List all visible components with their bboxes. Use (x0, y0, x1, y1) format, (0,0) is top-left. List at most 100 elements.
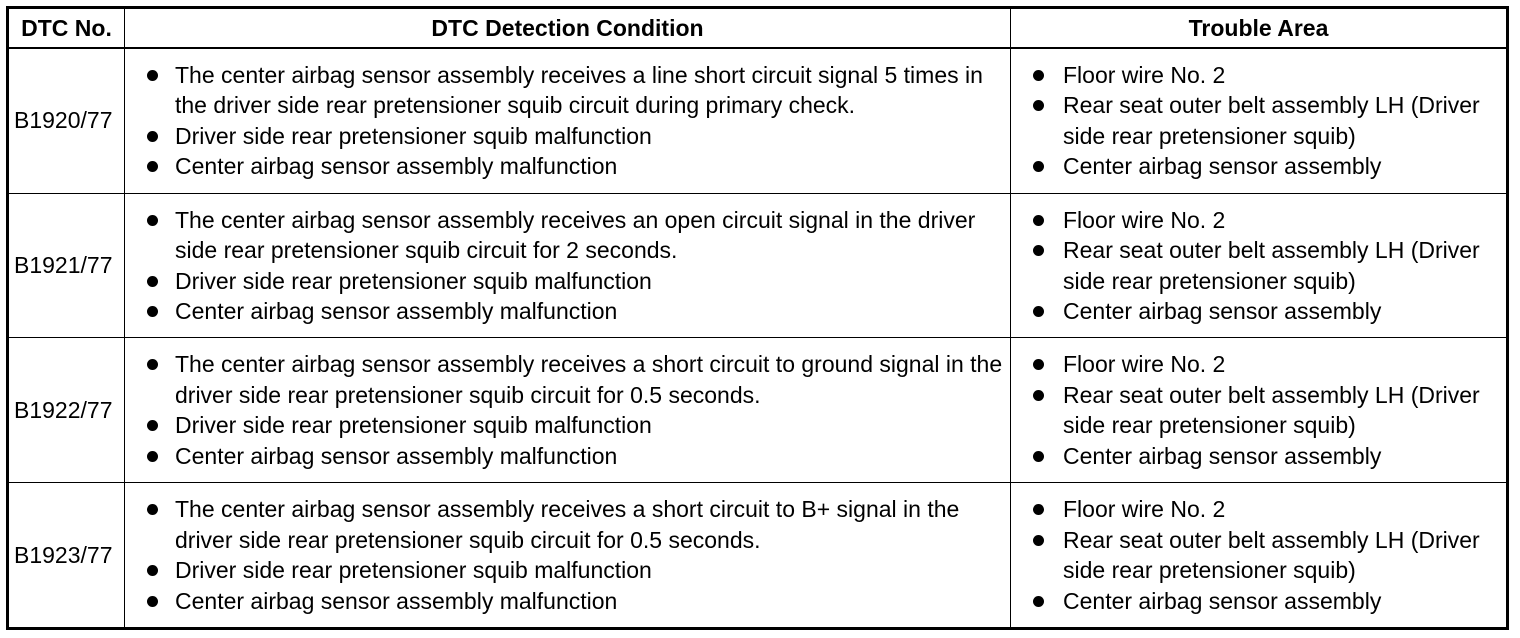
bullet-icon (1033, 450, 1044, 462)
trouble-area-item: Rear seat outer belt assembly LH (Driver… (1011, 235, 1506, 296)
bullet-icon (1033, 595, 1044, 607)
condition-text: Center airbag sensor assembly malfunctio… (175, 442, 618, 469)
table-row: B1923/77 The center airbag sensor assemb… (7, 482, 1508, 629)
condition-item: Driver side rear pretensioner squib malf… (125, 410, 1010, 441)
condition-text: The center airbag sensor assembly receiv… (175, 206, 976, 264)
table-row: B1922/77 The center airbag sensor assemb… (7, 337, 1508, 484)
condition-text: Driver side rear pretensioner squib malf… (175, 267, 652, 294)
trouble-area-text: Floor wire No. 2 (1063, 496, 1226, 523)
trouble-area-text: Rear seat outer belt assembly LH (Driver… (1063, 92, 1480, 149)
trouble-area-list: Floor wire No. 2 Rear seat outer belt as… (1011, 349, 1506, 471)
bullet-icon (1033, 306, 1044, 318)
trouble-area-cell: Floor wire No. 2 Rear seat outer belt as… (1010, 482, 1508, 629)
table-row: B1920/77 The center airbag sensor assemb… (7, 47, 1508, 194)
trouble-area-text: Floor wire No. 2 (1063, 61, 1226, 88)
trouble-area-item: Rear seat outer belt assembly LH (Driver… (1011, 380, 1506, 441)
bullet-icon (147, 450, 158, 462)
condition-text: Driver side rear pretensioner squib malf… (175, 412, 652, 439)
bullet-icon (1033, 161, 1044, 173)
trouble-area-item: Floor wire No. 2 (1011, 205, 1506, 236)
condition-item: Driver side rear pretensioner squib malf… (125, 555, 1010, 586)
bullet-icon (1033, 359, 1044, 371)
bullet-icon (1033, 100, 1044, 112)
trouble-area-list: Floor wire No. 2 Rear seat outer belt as… (1011, 205, 1506, 327)
bullet-icon (1033, 245, 1044, 257)
bullet-icon (147, 130, 158, 142)
table-body: B1920/77 The center airbag sensor assemb… (7, 47, 1508, 629)
bullet-icon (147, 161, 158, 173)
bullet-icon (1033, 504, 1044, 516)
bullet-icon (147, 214, 158, 226)
condition-item: The center airbag sensor assembly receiv… (125, 205, 1010, 266)
condition-cell: The center airbag sensor assembly receiv… (124, 337, 1011, 484)
condition-text: Center airbag sensor assembly malfunctio… (175, 298, 618, 325)
trouble-area-item: Center airbag sensor assembly (1011, 441, 1506, 472)
trouble-area-item: Floor wire No. 2 (1011, 349, 1506, 380)
dtc-table: DTC No. DTC Detection Condition Trouble … (6, 6, 1509, 630)
condition-text: Center airbag sensor assembly malfunctio… (175, 587, 618, 614)
bullet-icon (1033, 69, 1044, 81)
header-detection-condition: DTC Detection Condition (124, 7, 1011, 49)
condition-item: Center airbag sensor assembly malfunctio… (125, 296, 1010, 327)
condition-cell: The center airbag sensor assembly receiv… (124, 47, 1011, 194)
trouble-area-text: Center airbag sensor assembly (1063, 442, 1382, 469)
trouble-area-text: Rear seat outer belt assembly LH (Driver… (1063, 381, 1480, 439)
trouble-area-list: Floor wire No. 2 Rear seat outer belt as… (1011, 60, 1506, 182)
bullet-icon (147, 306, 158, 318)
condition-item: Driver side rear pretensioner squib malf… (125, 121, 1010, 152)
condition-cell: The center airbag sensor assembly receiv… (124, 482, 1011, 629)
bullet-icon (147, 595, 158, 607)
condition-item: Center airbag sensor assembly malfunctio… (125, 586, 1010, 617)
trouble-area-item: Center airbag sensor assembly (1011, 296, 1506, 327)
bullet-icon (147, 275, 158, 287)
condition-item: The center airbag sensor assembly receiv… (125, 494, 1010, 555)
bullet-icon (1033, 214, 1044, 226)
condition-text: Center airbag sensor assembly malfunctio… (175, 153, 618, 180)
condition-text: The center airbag sensor assembly receiv… (175, 61, 983, 119)
bullet-icon (1033, 534, 1044, 546)
trouble-area-item: Floor wire No. 2 (1011, 494, 1506, 525)
condition-text: The center airbag sensor assembly receiv… (175, 351, 1003, 408)
trouble-area-item: Rear seat outer belt assembly LH (Driver… (1011, 90, 1506, 151)
dtc-code: B1923/77 (7, 482, 125, 629)
trouble-area-cell: Floor wire No. 2 Rear seat outer belt as… (1010, 337, 1508, 484)
bullet-icon (147, 69, 158, 81)
condition-item: Center airbag sensor assembly malfunctio… (125, 151, 1010, 182)
condition-text: Driver side rear pretensioner squib malf… (175, 557, 652, 584)
condition-list: The center airbag sensor assembly receiv… (125, 60, 1010, 182)
trouble-area-text: Center airbag sensor assembly (1063, 587, 1382, 614)
header-dtc-no: DTC No. (7, 7, 125, 49)
header-trouble-area: Trouble Area (1010, 7, 1508, 49)
condition-item: Center airbag sensor assembly malfunctio… (125, 441, 1010, 472)
bullet-icon (1033, 389, 1044, 401)
trouble-area-text: Center airbag sensor assembly (1063, 153, 1382, 180)
trouble-area-item: Rear seat outer belt assembly LH (Driver… (1011, 525, 1506, 586)
trouble-area-cell: Floor wire No. 2 Rear seat outer belt as… (1010, 47, 1508, 194)
bullet-icon (147, 504, 158, 516)
trouble-area-text: Rear seat outer belt assembly LH (Driver… (1063, 526, 1480, 584)
condition-item: The center airbag sensor assembly receiv… (125, 349, 1010, 410)
trouble-area-list: Floor wire No. 2 Rear seat outer belt as… (1011, 494, 1506, 616)
trouble-area-text: Floor wire No. 2 (1063, 206, 1226, 233)
header-row: DTC No. DTC Detection Condition Trouble … (7, 7, 1508, 49)
dtc-code: B1921/77 (7, 192, 125, 339)
bullet-icon (147, 565, 158, 577)
table-row: B1921/77 The center airbag sensor assemb… (7, 192, 1508, 339)
condition-item: Driver side rear pretensioner squib malf… (125, 266, 1010, 297)
condition-list: The center airbag sensor assembly receiv… (125, 494, 1010, 616)
trouble-area-cell: Floor wire No. 2 Rear seat outer belt as… (1010, 192, 1508, 339)
trouble-area-text: Center airbag sensor assembly (1063, 298, 1382, 325)
bullet-icon (147, 420, 158, 432)
condition-cell: The center airbag sensor assembly receiv… (124, 192, 1011, 339)
condition-text: Driver side rear pretensioner squib malf… (175, 122, 652, 149)
condition-text: The center airbag sensor assembly receiv… (175, 496, 960, 553)
bullet-icon (147, 359, 158, 371)
dtc-code: B1920/77 (7, 47, 125, 194)
condition-list: The center airbag sensor assembly receiv… (125, 349, 1010, 471)
dtc-code: B1922/77 (7, 337, 125, 484)
trouble-area-item: Center airbag sensor assembly (1011, 151, 1506, 182)
trouble-area-item: Floor wire No. 2 (1011, 60, 1506, 91)
condition-list: The center airbag sensor assembly receiv… (125, 205, 1010, 327)
condition-item: The center airbag sensor assembly receiv… (125, 60, 1010, 121)
trouble-area-item: Center airbag sensor assembly (1011, 586, 1506, 617)
